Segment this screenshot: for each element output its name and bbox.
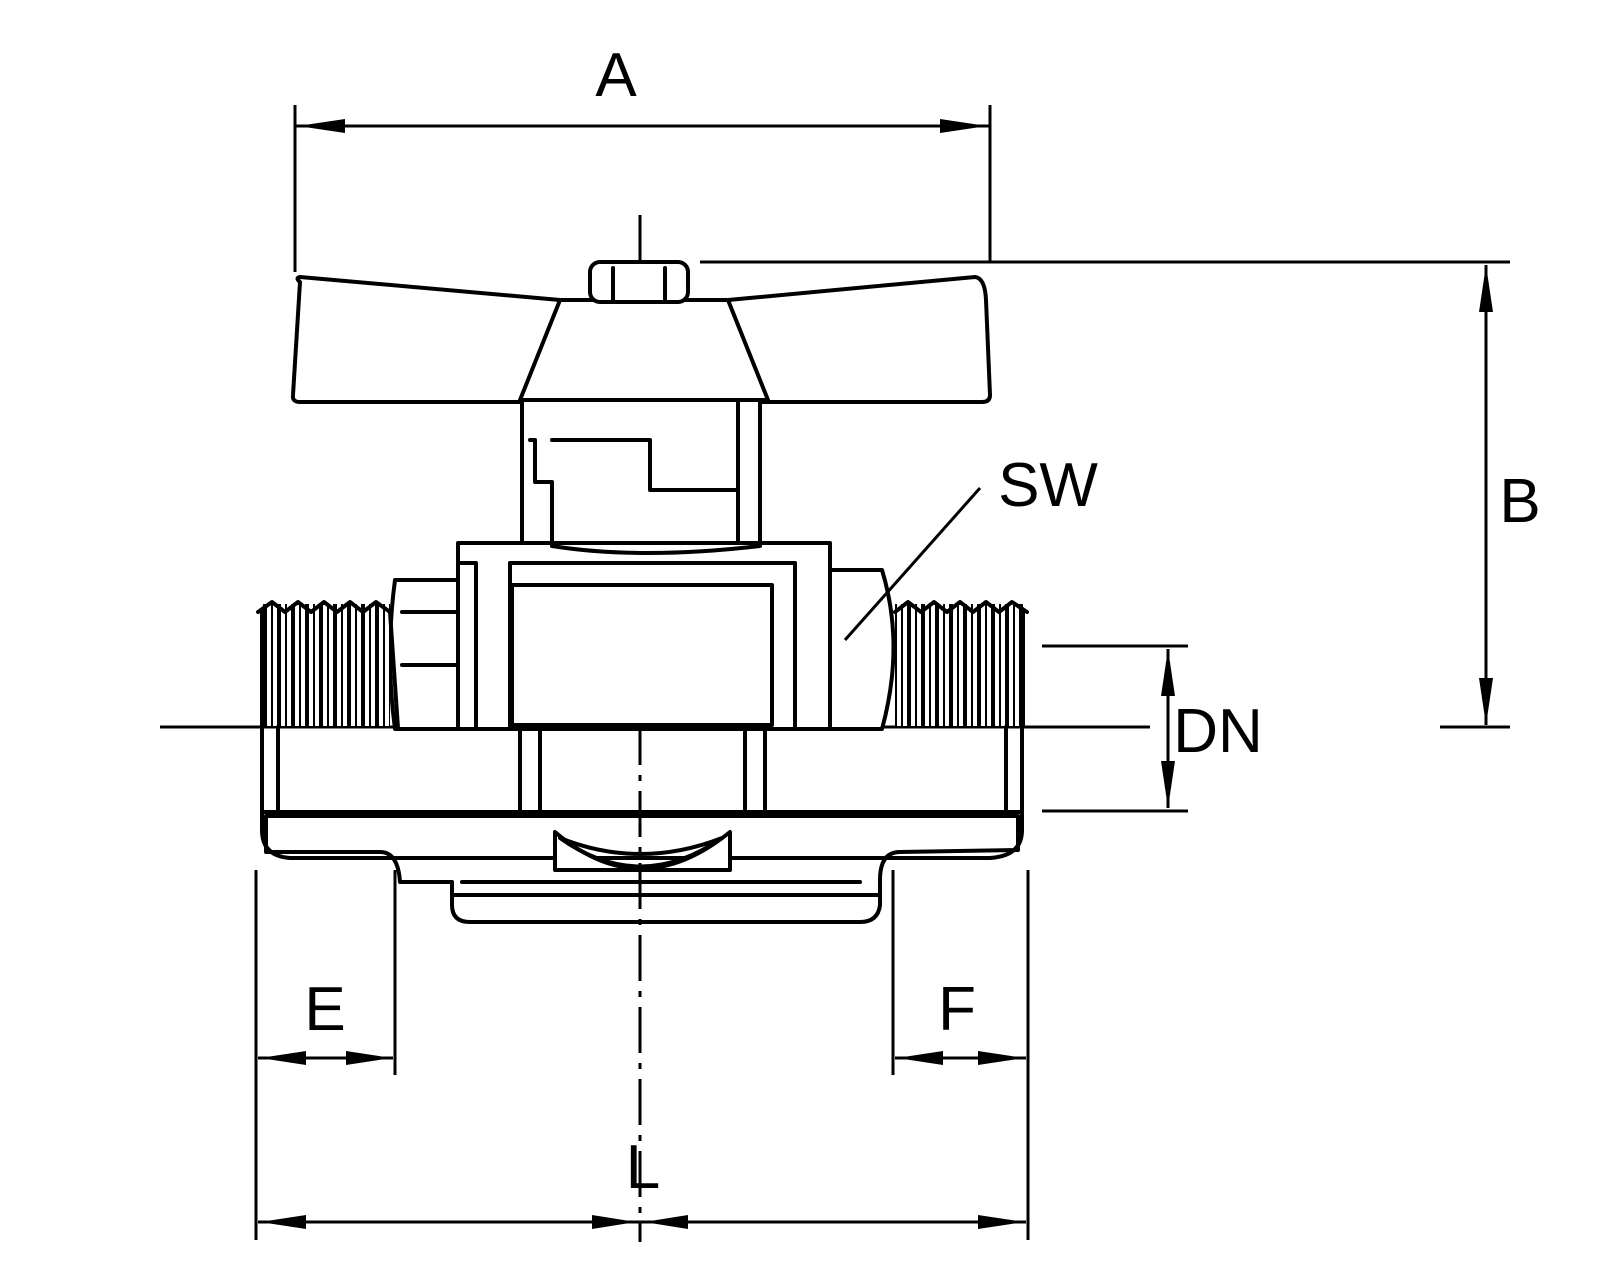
thread-right — [893, 600, 1029, 728]
thread-left — [256, 600, 400, 730]
label-sw: SW — [998, 451, 1098, 520]
label-b: B — [1499, 467, 1540, 536]
dimension-sw: SW — [843, 451, 1098, 641]
dimension-a: A — [293, 41, 992, 272]
valve-handle — [290, 260, 992, 404]
label-a: A — [595, 41, 637, 110]
dimension-f: F — [891, 870, 1030, 1240]
valve-body — [388, 541, 896, 731]
dimension-e: E — [254, 870, 397, 1240]
dimension-dn: DN — [1042, 644, 1263, 813]
label-f: F — [938, 975, 976, 1044]
valve-stem — [520, 398, 762, 548]
label-e: E — [304, 975, 345, 1044]
dimension-l: L — [258, 1133, 1026, 1229]
label-l: L — [626, 1133, 660, 1202]
label-dn: DN — [1173, 697, 1263, 766]
lower-body-section — [260, 725, 1024, 924]
dimension-b: B — [700, 260, 1541, 729]
